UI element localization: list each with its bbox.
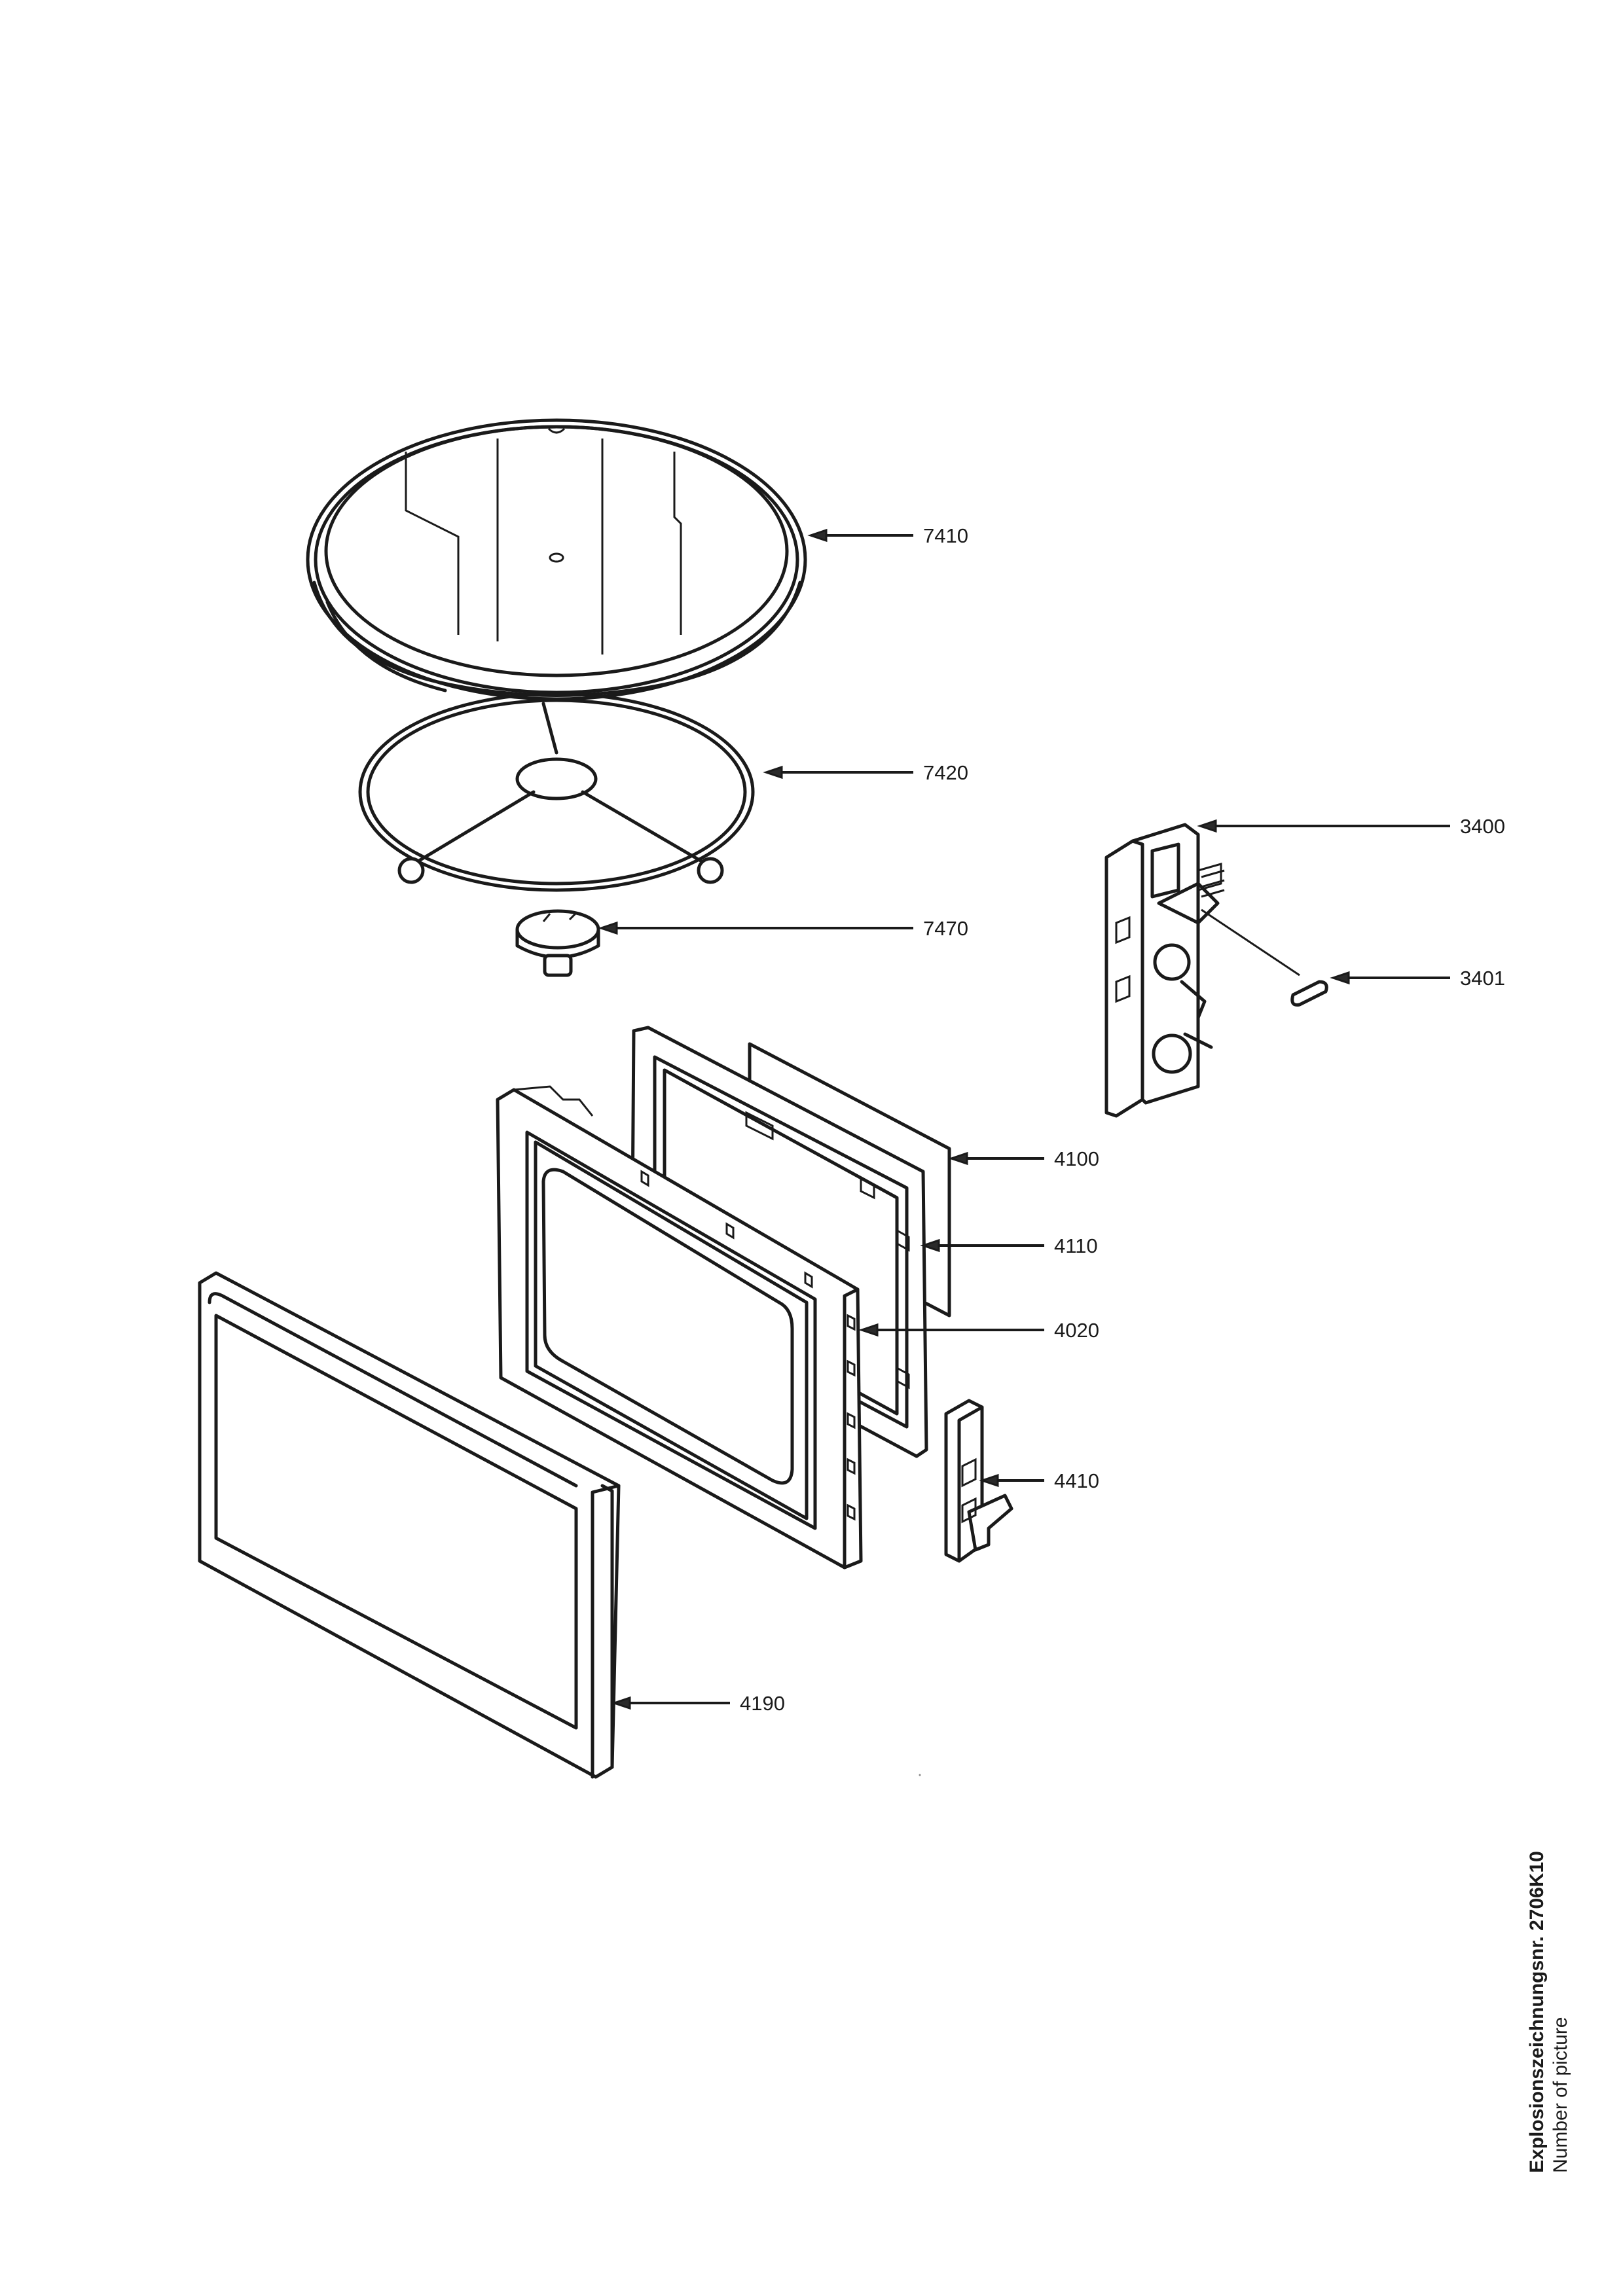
picture-subtitle: Number of picture bbox=[1550, 2017, 1571, 2173]
door-switch-bracket bbox=[1104, 823, 1300, 1118]
label-7420: 7420 bbox=[923, 761, 968, 784]
label-7470: 7470 bbox=[923, 917, 968, 940]
outer-door-panel bbox=[198, 1271, 621, 1779]
turntable-coupler bbox=[515, 909, 600, 977]
label-7410: 7410 bbox=[923, 524, 968, 547]
label-3401: 3401 bbox=[1460, 967, 1505, 990]
fuse bbox=[1290, 980, 1328, 1007]
label-4190: 4190 bbox=[740, 1692, 785, 1715]
label-3400: 3400 bbox=[1460, 815, 1505, 838]
label-4410: 4410 bbox=[1054, 1469, 1099, 1492]
drawing-number: Explosionszeichnungsnr. 2706K10 bbox=[1526, 1851, 1548, 2173]
turntable-glass-plate bbox=[306, 418, 807, 701]
label-4100: 4100 bbox=[1054, 1147, 1099, 1170]
door-frame bbox=[496, 1085, 863, 1570]
callout-leaders bbox=[598, 528, 1450, 1710]
door-latch bbox=[944, 1399, 1013, 1563]
stray-dot bbox=[919, 1774, 921, 1776]
label-4020: 4020 bbox=[1054, 1319, 1099, 1342]
roller-ring-support bbox=[358, 692, 755, 892]
label-4110: 4110 bbox=[1054, 1234, 1098, 1257]
